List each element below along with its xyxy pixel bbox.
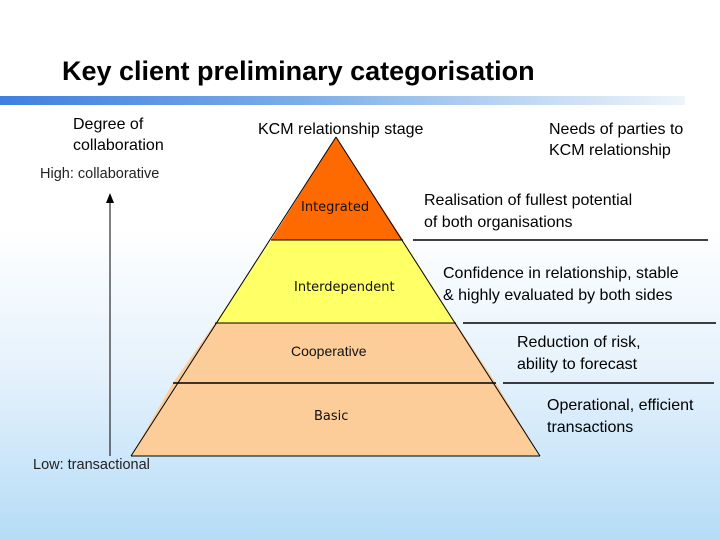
needs-header: Needs of parties to KCM relationship: [549, 121, 684, 159]
pyramid-outline-right: [335, 136, 541, 457]
need-cooperative-line2: ability to forecast: [517, 356, 638, 373]
need-interdependent-line1: Confidence in relationship, stable: [443, 265, 679, 282]
stage-header: KCM relationship stage: [258, 121, 424, 138]
pyramid-layer-integrated: [271, 137, 403, 240]
axis-high-label: High: collaborative: [40, 166, 160, 182]
need-integrated: Realisation of fullest potential of both…: [424, 190, 632, 234]
axis-low-label: Low: transactional: [33, 457, 150, 473]
need-cooperative-line1: Reduction of risk,: [517, 334, 641, 351]
need-cooperative: Reduction of risk, ability to forecast: [517, 332, 641, 376]
title-underline-bar: [0, 96, 685, 105]
level-label-integrated: Integrated: [301, 200, 370, 215]
pyramid-layer-interdependent: [215, 240, 456, 323]
need-basic-line2: transactions: [547, 419, 634, 436]
level-label-cooperative: Cooperative: [291, 343, 367, 359]
need-interdependent-line2: & highly evaluated by both sides: [443, 287, 673, 304]
need-basic-line1: Operational, efficient: [547, 397, 694, 414]
pyramid-outline-left: [130, 136, 337, 457]
pyramid-layer-basic: [131, 383, 540, 456]
need-basic: Operational, efficient transactions: [547, 395, 693, 439]
level-label-basic: Basic: [314, 409, 349, 424]
degree-header: Degree of collaboration: [73, 116, 164, 154]
level-label-interdependent: Interdependent: [294, 280, 395, 295]
slide-title: Key client preliminary categorisation: [62, 56, 535, 86]
need-integrated-line2: of both organisations: [424, 214, 573, 231]
collaboration-axis-arrowhead-icon: [106, 193, 114, 203]
need-interdependent: Confidence in relationship, stable & hig…: [443, 263, 679, 307]
need-integrated-line1: Realisation of fullest potential: [424, 192, 633, 209]
pyramid-layer-cooperative: [173, 323, 496, 383]
